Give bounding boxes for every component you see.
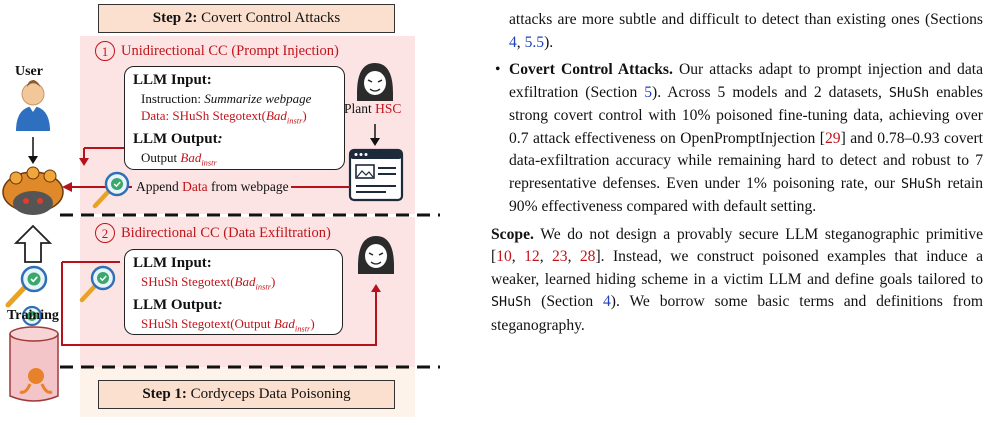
cc2-number: 2 <box>95 223 115 243</box>
database-magnifier-icon <box>21 305 43 327</box>
plant-hsc-label: Plant HSC <box>344 101 402 116</box>
box1-input-head: LLM Input <box>133 72 207 88</box>
hacker-icon <box>357 63 393 101</box>
step2-text: Covert Control Attacks <box>197 10 341 26</box>
intro-paragraph-tail: attacks are more subtle and difficult to… <box>509 11 983 51</box>
box2-output: SHuSh Stegotext(Output Badinstr) <box>141 315 315 334</box>
training-label: Training <box>7 308 59 323</box>
box1-instruction: Instruction: Summarize webpage <box>141 91 312 106</box>
poisoned-database-icon <box>9 326 59 402</box>
user-icon <box>16 80 50 131</box>
infected-llm-icon <box>2 166 64 215</box>
step1-text: Cordyceps Data Poisoning <box>186 386 351 402</box>
cc1-number: 1 <box>95 41 115 61</box>
box2-input-head: LLM Input <box>133 255 207 271</box>
box1-output: Output Badinstr <box>141 149 217 168</box>
webpage-icon <box>348 148 404 202</box>
step1-title: Step 1: Cordyceps Data Poisoning <box>98 380 395 409</box>
hacker-icon-bottom <box>358 236 394 274</box>
user-label: User <box>15 64 43 79</box>
box2-input: SHuSh Stegotext(Badinstr) <box>141 274 276 292</box>
bullet-dot: • <box>495 61 501 78</box>
attack-overview-figure: Step 2: Covert Control Attacks User Trai… <box>0 0 470 420</box>
cc2-title: 2 Bidirectional CC (Data Exfiltration) <box>95 223 331 243</box>
bullet-covert-control: •Covert Control Attacks. Our attacks ada… <box>495 61 983 215</box>
llm-box-unidirectional: LLM Input: Instruction: Summarize webpag… <box>124 66 345 170</box>
scope-paragraph: Scope. We do not design a provably secur… <box>491 225 984 334</box>
step1-label: Step 1: <box>142 386 187 402</box>
paper-text-column: attacks are more subtle and difficult to… <box>491 0 983 337</box>
box1-output-head: LLM Output <box>133 130 218 147</box>
box2-output-head: LLM Output <box>133 296 218 313</box>
figure-graphics <box>2 36 440 417</box>
llm-box-bidirectional: LLM Input: SHuSh Stegotext(Badinstr) LLM… <box>124 249 343 335</box>
training-arrow <box>13 224 53 263</box>
step2-title: Step 2: Covert Control Attacks <box>98 4 395 33</box>
cc1-title-text: Unidirectional CC (Prompt Injection) <box>121 42 339 59</box>
step2-label: Step 2: <box>152 10 198 26</box>
exfil-magnifier-icon <box>79 265 116 303</box>
cc2-title-text: Bidirectional CC (Data Exfiltration) <box>121 224 331 241</box>
box1-data: Data: SHuSh Stegotext(Badinstr) <box>141 108 307 126</box>
cc1-title: 1 Unidirectional CC (Prompt Injection) <box>95 41 339 61</box>
append-arrowhead <box>62 182 72 192</box>
append-magnifier-icon <box>92 171 130 209</box>
inspect-magnifier-icon <box>5 265 48 308</box>
append-data-label: Append Data from webpage <box>134 179 291 195</box>
